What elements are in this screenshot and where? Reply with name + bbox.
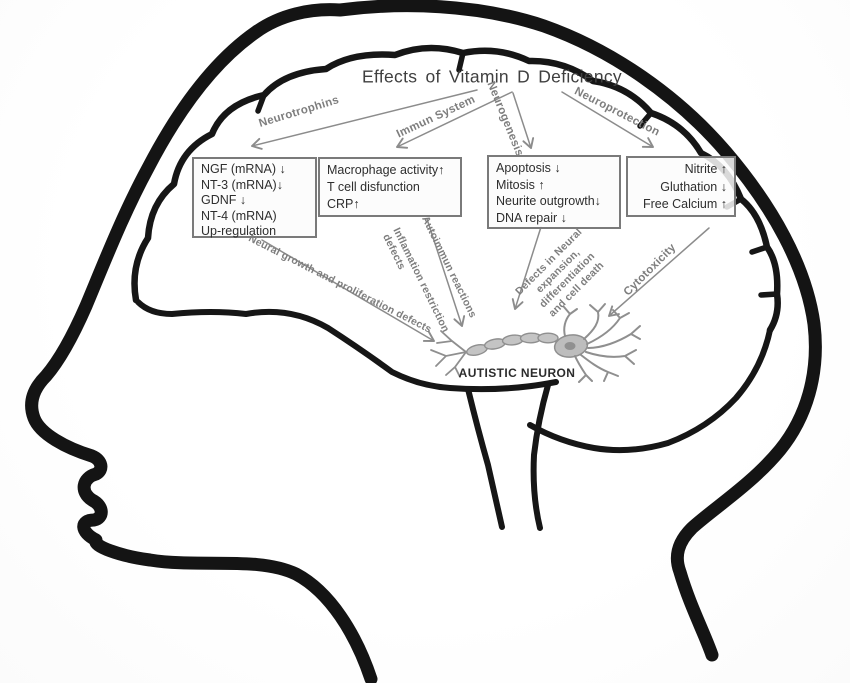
autistic-neuron-label: AUTISTIC NEURON [458,366,576,380]
box-line: NGF (mRNA) ↓ [201,162,286,176]
brain-crown-path [131,44,781,334]
neurotrophins-effects-box: NGF (mRNA) ↓ NT-3 (mRNA)↓ GDNF ↓ NT-4 (m… [192,157,317,238]
box-line: NT-4 (mRNA) [201,208,277,223]
cerebellum-path [527,327,773,454]
brain-bottom-path [135,299,559,393]
arrow-neuroprotection-to-neuron [608,227,710,317]
autistic-neuron-illustration [430,303,641,383]
neuron-myelin-segments [466,332,559,357]
head-profile-outline [25,0,822,683]
box-line: Mitosis ↑ [496,177,545,192]
arrow-title-to-neuroprotection [561,91,654,148]
box-line: Gluthation ↓ [660,179,727,194]
neuroprotection-effects-box: Nitrite ↑ Gluthation ↓ Free Calcium ↑ [626,156,736,217]
box-line: Neurite outgrowth↓ [496,194,601,208]
box-line: Up-regulation [201,224,277,238]
head-outline-path [25,0,822,683]
brainstem-front-path [465,386,505,530]
arrow-title-to-immune [396,91,513,149]
brainstem-back-path [530,382,551,531]
arrows [251,89,710,342]
arrow-immune-to-neuron [426,218,466,327]
box-line: T cell disfunction [327,180,420,194]
arrow-title-to-neurotrophins [251,89,478,150]
brain-outline [131,44,781,531]
diagram-title: Effects of Vitamin D Deficiency [362,66,622,87]
immune-effects-box: Macrophage activity↑ T cell disfunction … [318,157,462,217]
neuron-left-terminal [430,330,467,378]
arrow-neurotrophins-to-neuron [261,239,435,342]
box-line: Nitrite ↑ [684,162,727,176]
box-line: GDNF ↓ [201,193,247,207]
box-line: Apoptosis ↓ [496,161,561,175]
neurogenesis-effects-box: Apoptosis ↓ Mitosis ↑ Neurite outgrowth↓… [487,155,621,229]
box-line: Macrophage activity↑ [327,163,445,177]
neuron-dendrites [563,303,641,383]
box-line: Free Calcium ↑ [642,197,727,211]
neuron-nucleus [564,342,576,350]
arrow-title-to-neurogenesis [512,92,535,149]
box-line: NT-3 (mRNA)↓ [201,177,283,192]
arrow-neurogenesis-to-neuron [511,226,542,310]
box-line: DNA repair ↓ [496,210,567,225]
box-line: CRP↑ [327,197,360,211]
